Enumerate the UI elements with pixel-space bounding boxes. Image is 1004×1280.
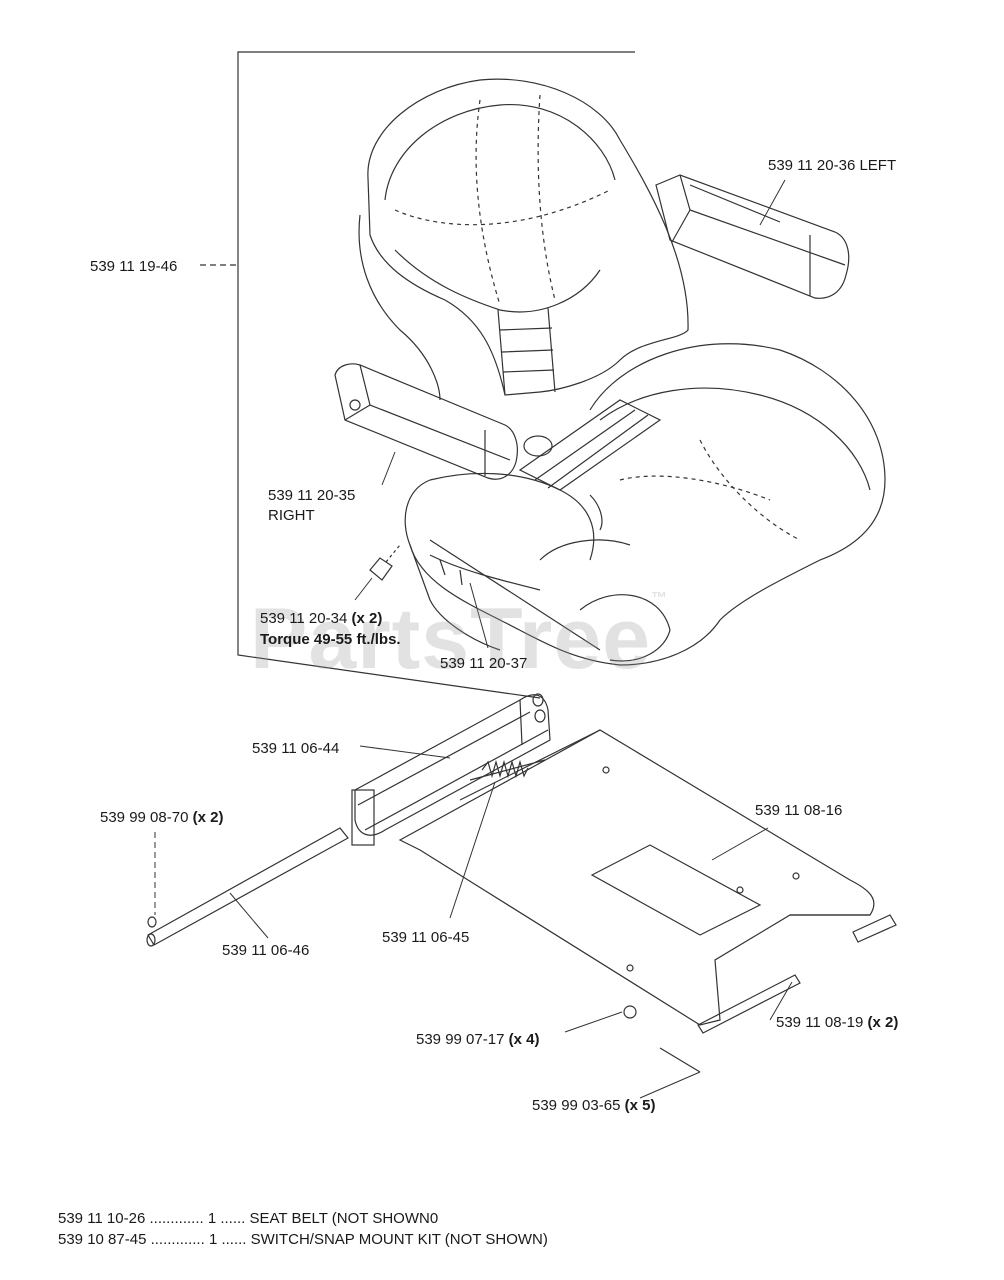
callout-nut-qty: (x 4)	[508, 1031, 540, 1048]
callout-cotter-part: 539 99 03-65	[532, 1097, 621, 1114]
callout-armrest-left: 539 11 20-36 LEFT	[768, 157, 897, 174]
leader-lines	[154, 179, 793, 1099]
note-qty: 1	[207, 1210, 217, 1227]
callout-armrest-right-part: 539 11 20-35	[268, 487, 356, 504]
note-row: 539 11 10-26 ............. 1 ...... SEAT…	[58, 1210, 439, 1227]
callout-clip-qty: (x 2)	[192, 809, 224, 826]
slide-rail	[351, 693, 551, 846]
callout-spring: 539 11 06-45	[382, 929, 470, 946]
watermark: PartsTree™	[250, 590, 668, 689]
callout-cotter: 539 99 03-65 (x 5)	[532, 1097, 655, 1115]
pin	[697, 914, 897, 1034]
torque-value: 49-55	[313, 631, 353, 648]
callout-slide-rail: 539 11 06-44	[252, 740, 340, 757]
rod	[146, 827, 349, 947]
note-row: 539 10 87-45 ............. 1 ...... SWIT…	[58, 1231, 548, 1248]
torque-prefix: Torque	[260, 631, 310, 648]
watermark-text: PartsTree	[250, 591, 652, 687]
callout-pin: 539 11 08-19 (x 2)	[776, 1014, 898, 1032]
callout-bolt: 539 11 20-34 (x 2) Torque 49-55 ft./lbs.	[260, 610, 401, 649]
callout-seat-bracket: 539 11 20-37	[440, 655, 528, 672]
callout-bolt-qty: (x 2)	[351, 610, 383, 627]
armrest-left	[655, 174, 850, 299]
callout-seat-pan: 539 11 08-16	[755, 802, 843, 819]
callout-clip-part: 539 99 08-70	[100, 809, 189, 826]
nut	[623, 1005, 637, 1019]
callout-rod: 539 11 06-46	[222, 942, 310, 959]
note-part: 539 11 10-26	[58, 1210, 146, 1227]
assembly-bracket-line	[200, 51, 635, 699]
note-desc: SEAT BELT (NOT SHOWN0	[249, 1210, 439, 1227]
seat-pan	[398, 729, 875, 1026]
seat-cushion	[404, 343, 886, 666]
note-qty: 1	[208, 1231, 218, 1248]
callout-nut: 539 99 07-17 (x 4)	[416, 1031, 539, 1049]
callout-nut-part: 539 99 07-17	[416, 1031, 505, 1048]
seat-bracket	[429, 554, 541, 591]
armrest-right	[334, 363, 518, 480]
note-desc: SWITCH/SNAP MOUNT KIT (NOT SHOWN)	[250, 1231, 548, 1248]
callout-armrest-right: 539 11 20-35 RIGHT	[268, 487, 355, 525]
callout-armrest-right-side: RIGHT	[268, 507, 315, 524]
callout-cotter-qty: (x 5)	[624, 1097, 656, 1114]
note-part: 539 10 87-45	[58, 1231, 147, 1248]
torque-unit: ft./lbs.	[356, 631, 401, 648]
callout-pin-part: 539 11 08-19	[776, 1014, 864, 1031]
callout-bolt-part: 539 11 20-34	[260, 610, 348, 627]
cotter-pin	[659, 1047, 701, 1073]
not-shown-parts-list: 539 11 10-26 ............. 1 ...... SEAT…	[58, 1208, 548, 1250]
seat-back	[358, 78, 689, 401]
bolt	[369, 544, 401, 581]
callout-pin-qty: (x 2)	[867, 1014, 899, 1031]
callout-seat-assembly: 539 11 19-46	[90, 258, 178, 275]
trademark-mark: ™	[651, 590, 669, 607]
callout-clip: 539 99 08-70 (x 2)	[100, 809, 223, 827]
